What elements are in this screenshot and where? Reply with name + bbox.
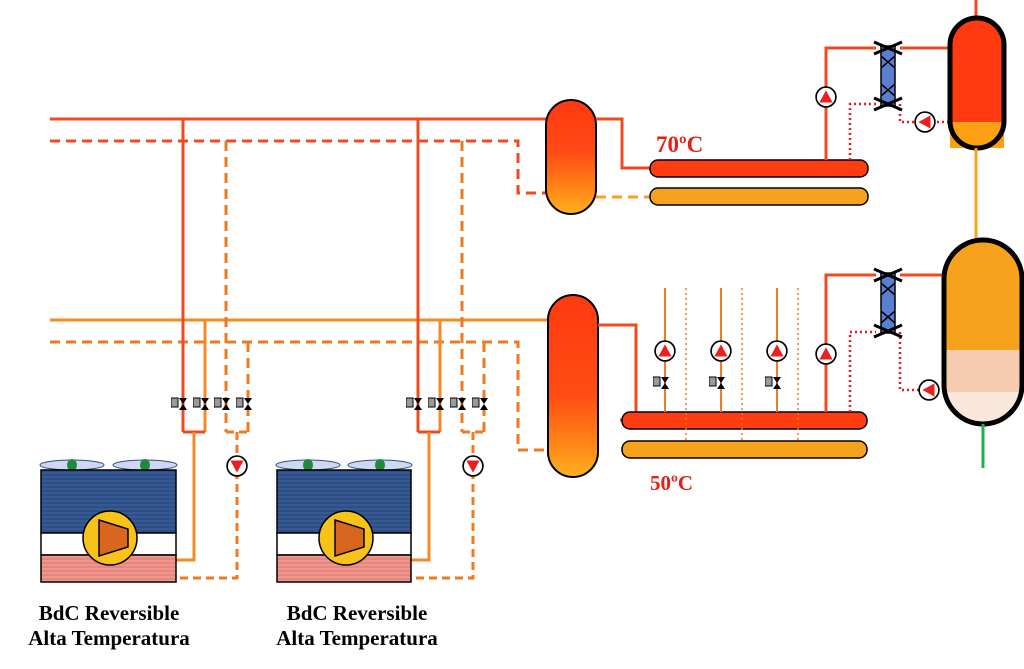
pump-icon[interactable] (462, 455, 484, 477)
unit-2-label-line1: BdC Reversible (286, 601, 428, 625)
low-return-header (50, 340, 548, 452)
collector-high-return (649, 187, 869, 206)
low-supply-to-collector (598, 323, 638, 422)
unit-2-label: BdC Reversible Alta Temperatura (242, 601, 472, 651)
pump-icon[interactable] (815, 86, 837, 108)
collector-high-supply (649, 159, 869, 178)
heat-pump-unit-2[interactable] (275, 459, 413, 583)
valve-icon[interactable] (653, 376, 670, 390)
pump-icon[interactable] (914, 111, 936, 133)
plate-exchanger-icon (872, 40, 904, 112)
pump-icon[interactable] (654, 340, 676, 362)
unit-1-label-line1: BdC Reversible (38, 601, 180, 625)
valve-icon (428, 397, 445, 411)
dhw-low-pipe (824, 273, 876, 412)
unit-2-piping (411, 119, 486, 580)
temp-label-low: 50ºC (650, 471, 693, 495)
high-supply-to-collector (596, 117, 650, 170)
fan-icon (375, 459, 385, 471)
valve-icon (193, 397, 210, 411)
pump-icon[interactable] (815, 343, 837, 365)
heat-pump-unit-1[interactable] (39, 459, 178, 583)
compressor-icon (318, 510, 374, 566)
unit-2-label-line2: Alta Temperatura (276, 626, 438, 650)
dhw-high-pipe (824, 46, 876, 160)
valve-icon[interactable] (709, 376, 726, 390)
collector-low-supply (621, 411, 868, 430)
collector-low-return (621, 440, 868, 459)
unit-1-piping (176, 119, 250, 580)
dhw-tank-high (947, 0, 1007, 151)
dhw-high-return (848, 102, 876, 160)
valve-icon (171, 397, 188, 411)
dhw-tank-low (941, 237, 1024, 468)
pump-icon[interactable] (918, 379, 940, 401)
temp-label-high: 70ºC (656, 132, 703, 157)
fan-icon (67, 459, 77, 471)
valve-icon[interactable] (765, 376, 782, 390)
dhw-low-return-b (898, 332, 944, 392)
valve-icon (472, 397, 489, 411)
valve-icon (236, 397, 253, 411)
unit-1-label-line2: Alta Temperatura (28, 626, 190, 650)
valve-icon (214, 397, 231, 411)
dhw-low-return (848, 330, 876, 412)
pump-icon[interactable] (710, 340, 732, 362)
valve-icon (450, 397, 467, 411)
valve-icon (406, 397, 423, 411)
buffer-tank-low (547, 294, 599, 478)
pump-icon[interactable] (766, 340, 788, 362)
plate-exchanger-icon (872, 267, 904, 339)
compressor-icon (82, 510, 138, 566)
buffer-tank-high (545, 99, 597, 215)
pump-icon[interactable] (226, 455, 248, 477)
fan-icon (140, 459, 150, 471)
high-return-header (50, 139, 548, 195)
fan-icon (303, 459, 313, 471)
unit-1-label: BdC Reversible Alta Temperatura (0, 601, 224, 651)
